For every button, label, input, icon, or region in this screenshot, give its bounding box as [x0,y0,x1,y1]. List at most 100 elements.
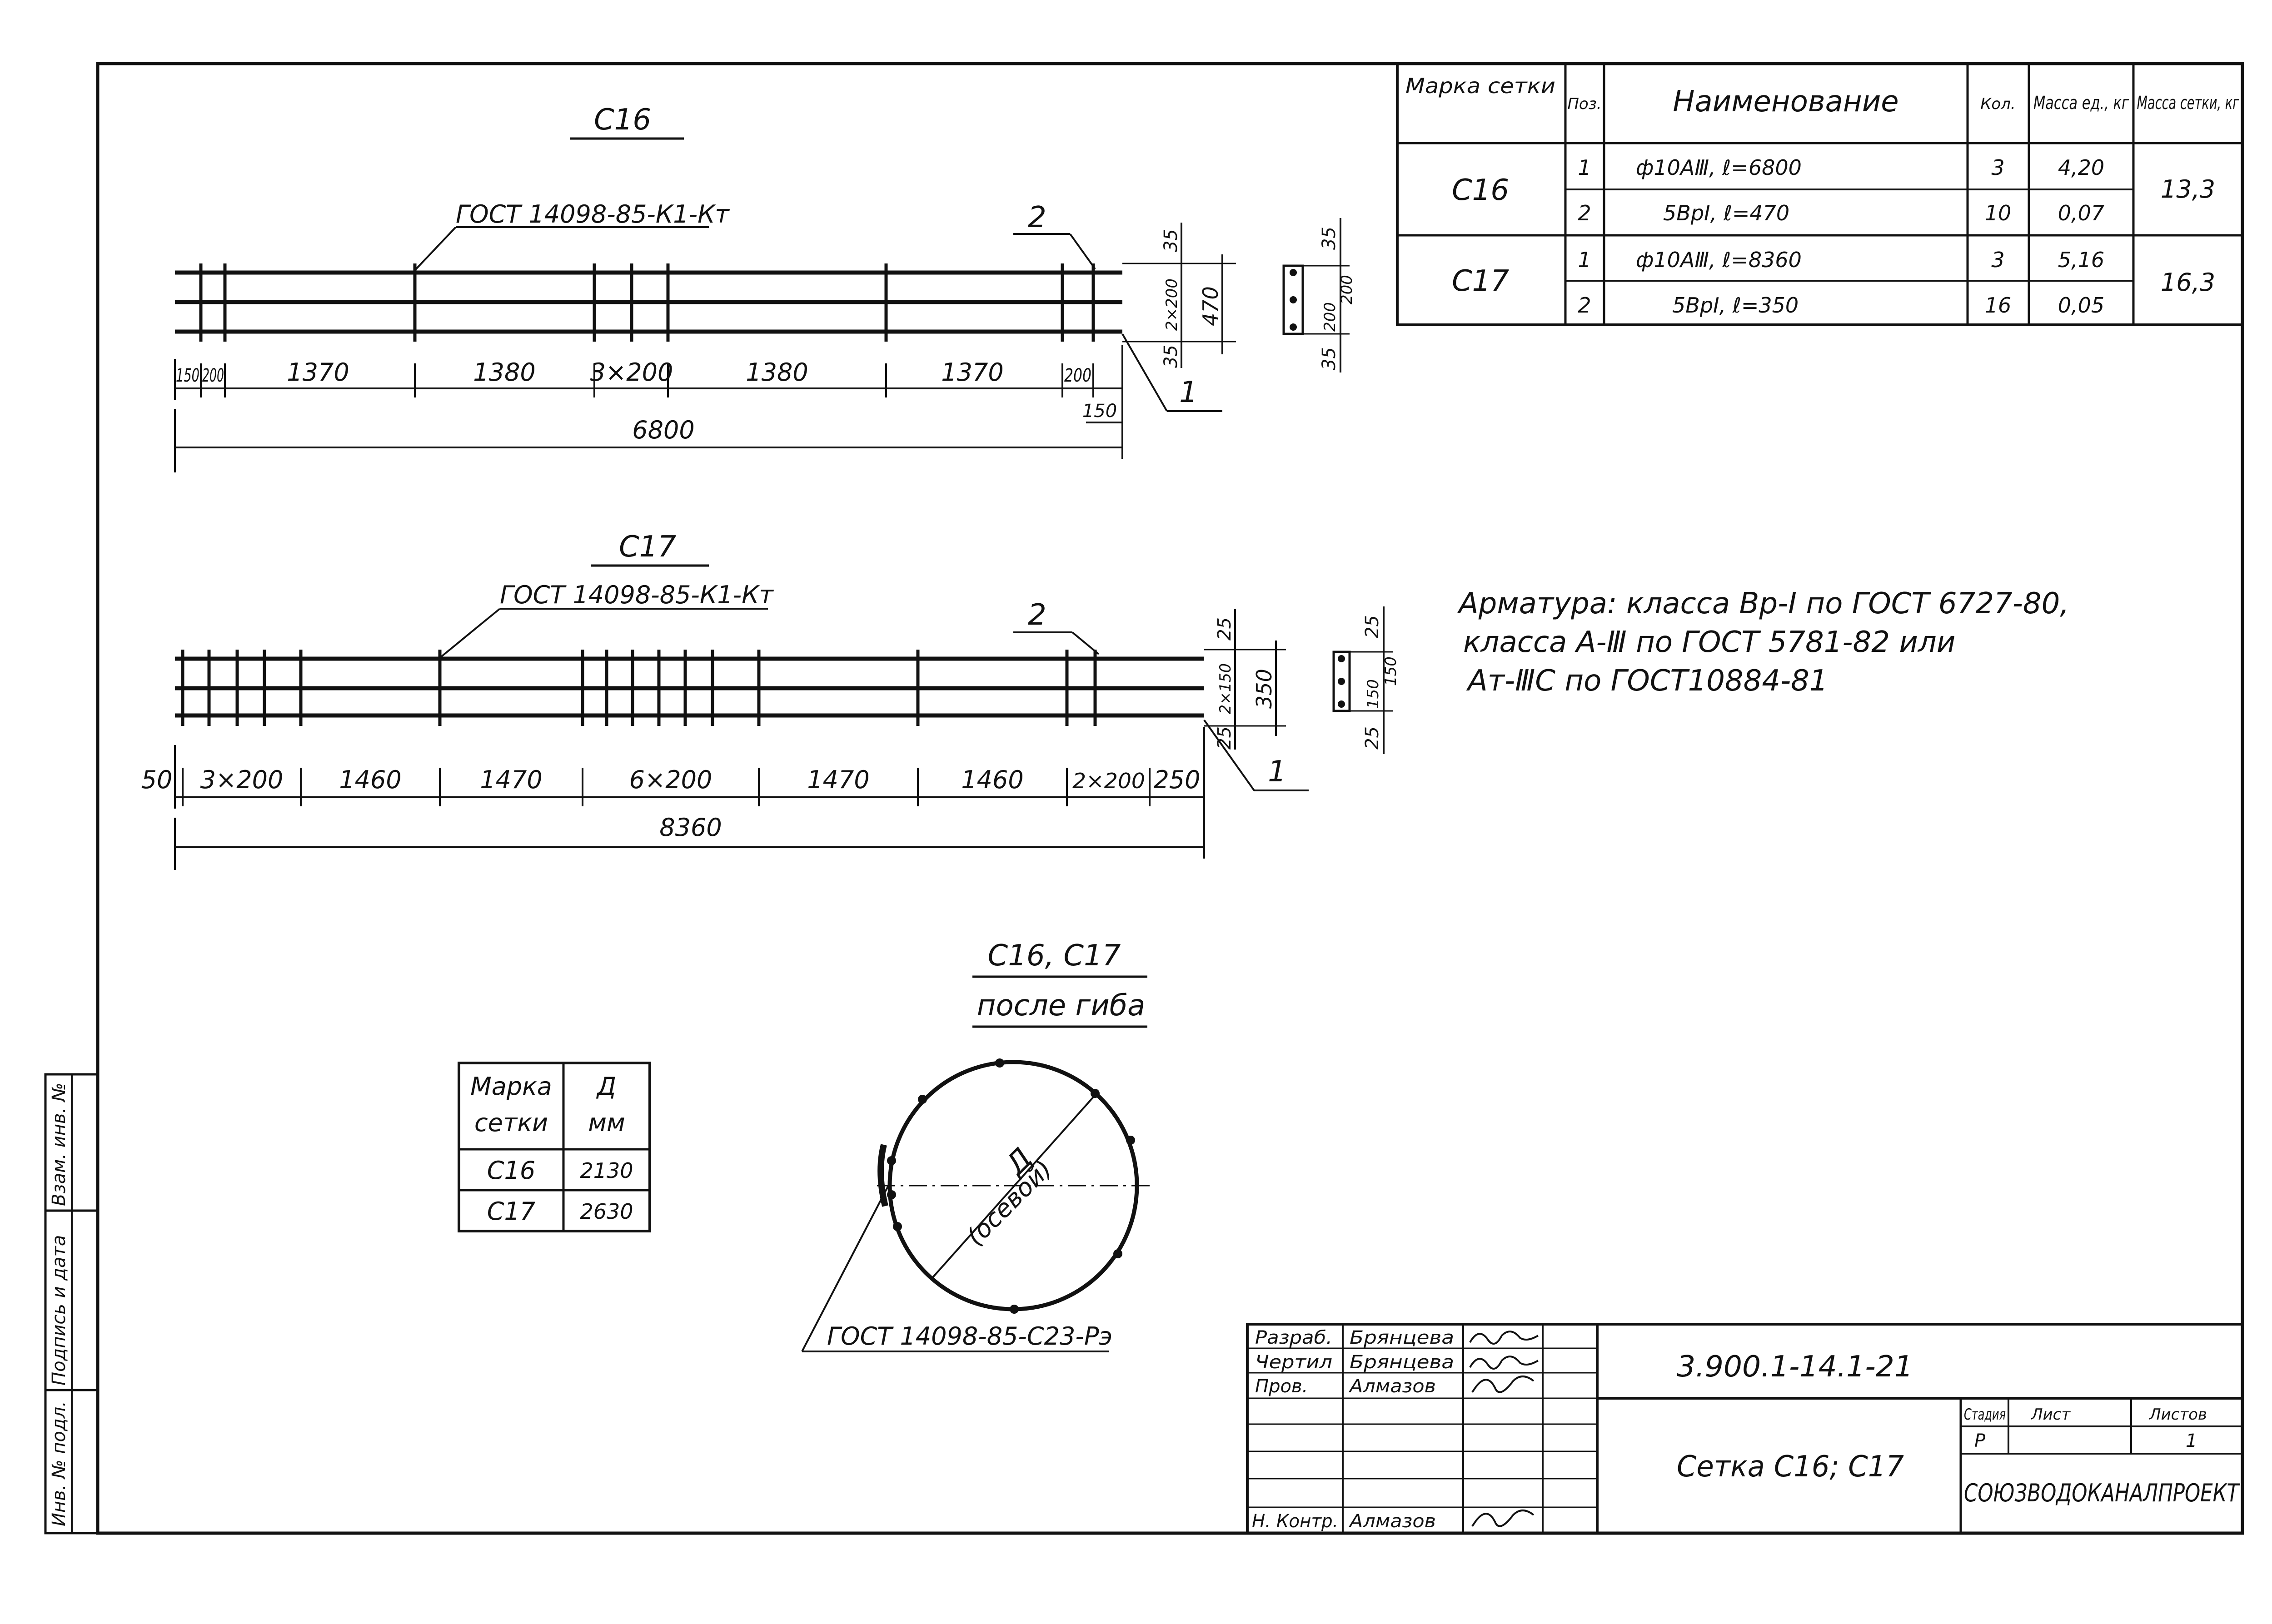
tb-doc-code: 3.900.1-14.1-21 [1677,1350,1913,1384]
c16-side-dim-top: 35 [1161,229,1181,252]
spec-table: Марка сетки Поз. Наименование Кол. Масса… [1396,62,2244,326]
spec-c17-name1: ф10АⅢ, ℓ=8360 [1636,248,1802,272]
spec-header-mark: Марка сетки [1405,74,1555,98]
c16-dim-8: 150 [1082,401,1117,422]
spec-mark-c16: С16 [1452,174,1509,207]
drawing-frame [96,62,2244,1535]
c16-section-dim-top: 35 [1319,227,1340,250]
spec-c17-mass1: 5,16 [2058,248,2104,272]
spec-c17-pos2: 2 [1578,293,1591,318]
diam-row-c16-mark: С16 [487,1156,535,1185]
c17-dim-1: 3×200 [200,765,284,794]
c16-section-dim-mid2: 200 [1338,275,1356,304]
tb-role-1: Чертил [1255,1352,1332,1373]
c16-cross-section: 35 200 200 35 [1282,218,1356,372]
spec-c16-qty2: 10 [1985,201,2012,225]
notes-line-1: Арматура: класса Вр-I по ГОСТ 6727-80, [1457,587,2069,621]
c17-side-dim-mid: 2×150 [1216,663,1235,714]
spec-header-unit-mass: Масса ед., кг [2033,93,2129,114]
tb-stage-label: Стадия [1964,1405,2006,1424]
side-strip-inv-no: Инв. № подл. [49,1401,70,1526]
c17-section-dim-bottom: 25 [1362,726,1383,750]
c17-dim-8: 250 [1153,765,1200,794]
spec-c16-name1: ф10АⅢ, ℓ=6800 [1636,155,1802,180]
c17-gost-label: ГОСТ 14098-85-К1-Кт [500,581,774,609]
c17-dim-6: 1460 [961,765,1023,794]
spec-c16-pos1: 1 [1578,155,1591,180]
tb-name-1: Брянцева [1350,1352,1454,1373]
notes: Арматура: класса Вр-I по ГОСТ 6727-80, к… [1457,587,2069,698]
tb-sheet-label: Лист [2030,1405,2071,1424]
c17-dim-3: 1470 [480,765,542,794]
c17-cross-section: 25 150 150 25 [1332,606,1400,754]
spec-c16-mass1: 4,20 [2058,155,2104,180]
c17-title: С17 [619,530,676,564]
spec-c17-pos1: 1 [1578,248,1591,272]
spec-c16-pos2: 2 [1578,201,1591,225]
tb-name-2: Алмазов [1348,1376,1436,1397]
c16-gost-label: ГОСТ 14098-85-К1-Кт [456,200,730,228]
c17-side-dim-bottom: 25 [1214,726,1235,750]
mesh-c17: С17 ГОСТ 14098-85-К1-Кт 2 [141,530,1400,870]
diam-row-c16-d: 2130 [580,1158,633,1183]
c17-side-dim-top: 25 [1214,617,1235,641]
c16-section-dim-bottom: 35 [1319,347,1340,370]
side-strip-signature-date: Подпись и дата [49,1235,70,1386]
tb-sheets-value: 1 [2186,1430,2197,1451]
bent-ring-nodes [887,1058,1135,1314]
tb-sheets-label: Листов [2148,1405,2207,1424]
spec-c17-total: 16,3 [2161,268,2215,297]
bend-gost-label: ГОСТ 14098-85-С23-Рэ [827,1322,1112,1351]
c16-section-dim-mid1: 200 [1321,302,1339,332]
c16-dim-0: 150 [176,365,199,386]
c17-transverse-wires [181,650,1097,726]
spec-c16-total: 13,3 [2161,175,2215,204]
c16-side-dim-mid: 2×200 [1163,278,1181,331]
spec-header-net-mass: Масса сетки, кг [2137,93,2240,114]
c16-dim-7: 200 [1064,365,1091,386]
mesh-c16: С16 ГОСТ 14098-85-К1-Кт 2 1 [174,103,1356,472]
spec-c17-qty2: 16 [1985,293,2012,318]
c17-dim-4: 6×200 [629,765,712,794]
c17-callout-2: 2 [1028,598,1046,632]
c16-dim-3: 1380 [473,358,535,387]
c16-dim-5: 1380 [746,358,808,387]
spec-c16-name2: 5ВрI, ℓ=470 [1663,201,1789,225]
c16-side-dim-bottom: 35 [1161,345,1181,368]
spec-mark-c17: С17 [1452,264,1509,298]
diam-row-c17-mark: С17 [487,1197,535,1226]
diam-header-mark-2: сетки [474,1108,548,1137]
c16-dim-1: 200 [202,365,224,386]
diam-header-mark-1: Марка [470,1072,552,1101]
c17-section-dim-top: 25 [1362,615,1383,638]
spec-c16-mass2: 0,07 [2058,201,2104,225]
tb-role-3: Н. Контр. [1252,1511,1338,1532]
title-block: Разраб. Брянцева Чертил Брянцева Пров. А… [1246,1323,2244,1535]
tb-sheet-title: Сетка С16; С17 [1677,1450,1904,1484]
c16-total-length: 6800 [632,416,694,444]
c17-dim-5: 1470 [807,765,869,794]
bend-title: С16, С17 [988,939,1121,973]
notes-line-3: Ат-ⅢС по ГОСТ10884-81 [1466,664,1828,698]
tb-name-3: Алмазов [1348,1511,1436,1532]
spec-header-qty: Кол. [1980,95,2015,113]
diam-header-d-1: Д [596,1072,616,1101]
c16-transverse-wires [199,263,1095,342]
side-strip: Инв. № подл. Подпись и дата Взам. инв. № [44,1073,99,1535]
tb-organization: СОЮЗВОДОКАНАЛПРОЕКТ [1964,1479,2240,1507]
c17-dim-2: 1460 [339,765,401,794]
c16-callout-2: 2 [1028,201,1046,234]
tb-name-0: Брянцева [1350,1327,1454,1348]
diameter-table: Марка сетки Д мм С16 2130 С17 2630 [458,1062,651,1232]
tb-stage-value: Р [1974,1430,1986,1451]
c16-dim-4: 3×200 [590,358,673,387]
c17-total-length: 8360 [659,813,722,842]
notes-line-2: класса А-Ⅲ по ГОСТ 5781-82 или [1463,626,1955,659]
diam-row-c17-d: 2630 [580,1199,633,1224]
spec-c16-qty1: 3 [1991,155,2004,180]
c17-dim-0: 50 [141,765,173,794]
c16-side-dim-total: 470 [1198,286,1223,326]
c16-dim-2: 1370 [287,358,349,387]
